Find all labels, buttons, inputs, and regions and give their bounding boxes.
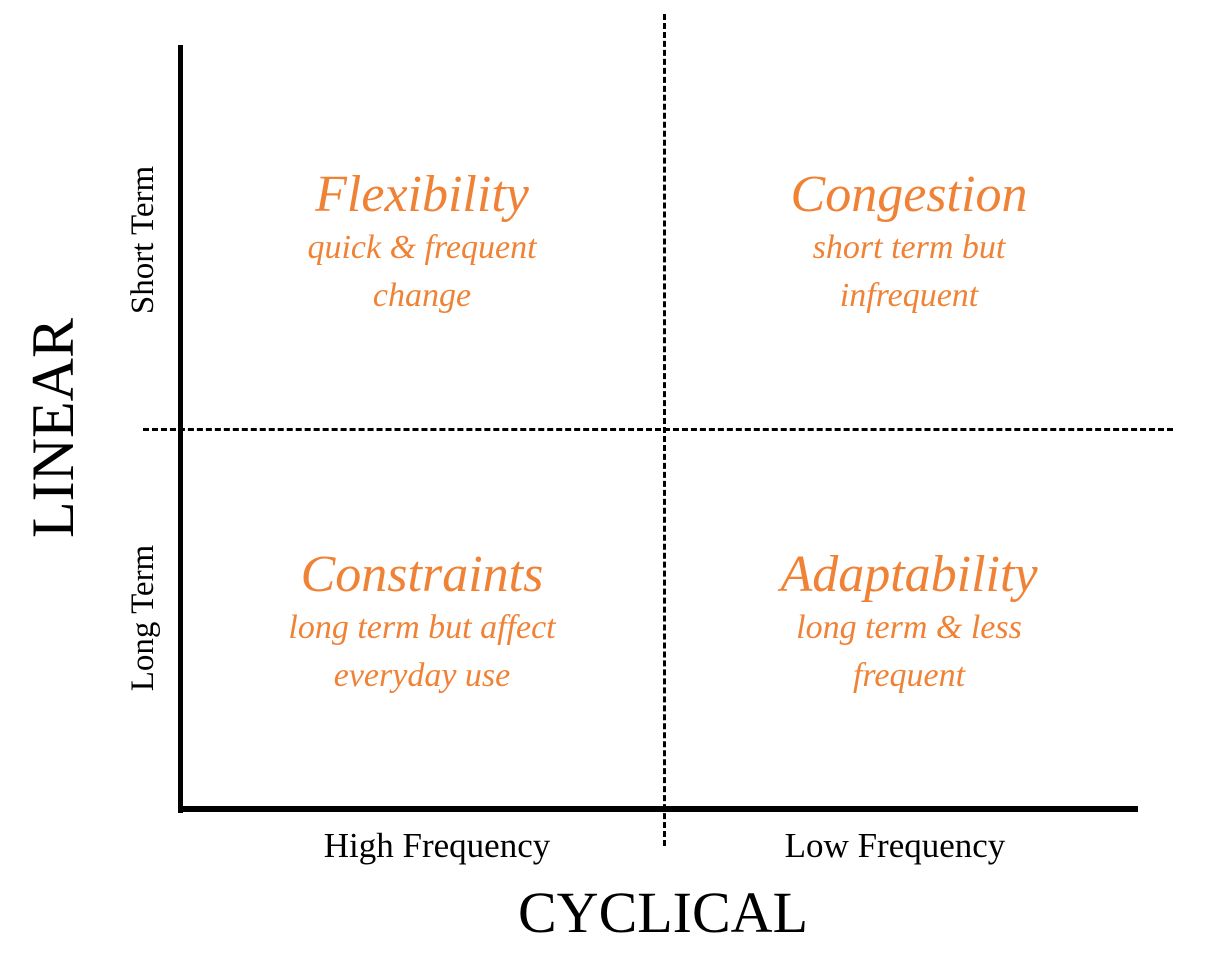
y-category-short-term: Short Term [125, 165, 161, 315]
y-axis-title: LINEAR [20, 318, 86, 538]
quadrant-top-left: Flexibility quick & frequent change [202, 166, 642, 320]
quadrant-title: Adaptability [780, 546, 1038, 603]
quadrant-title: Congestion [790, 166, 1028, 223]
quadrant-bottom-left: Constraints long term but affect everyda… [202, 546, 642, 700]
quadrant-subtitle: short term but infrequent [812, 229, 1006, 314]
x-category-high-frequency: High Frequency [323, 826, 551, 865]
quadrant-subtitle: long term & less frequent [796, 609, 1022, 694]
x-axis-line [178, 806, 1138, 812]
x-category-low-frequency: Low Frequency [784, 826, 1006, 865]
quadrant-bottom-right: Adaptability long term & less frequent [689, 546, 1129, 700]
quadrant-title: Constraints [300, 546, 544, 603]
horizontal-divider [143, 428, 1173, 431]
y-category-long-term: Long Term [125, 544, 161, 692]
quadrant-title: Flexibility [315, 166, 529, 223]
vertical-divider [663, 14, 666, 846]
quadrant-top-right: Congestion short term but infrequent [689, 166, 1129, 320]
x-axis-title: CYCLICAL [518, 880, 808, 945]
quadrant-subtitle: long term but affect everyday use [288, 609, 556, 694]
quadrant-subtitle: quick & frequent change [307, 229, 537, 314]
